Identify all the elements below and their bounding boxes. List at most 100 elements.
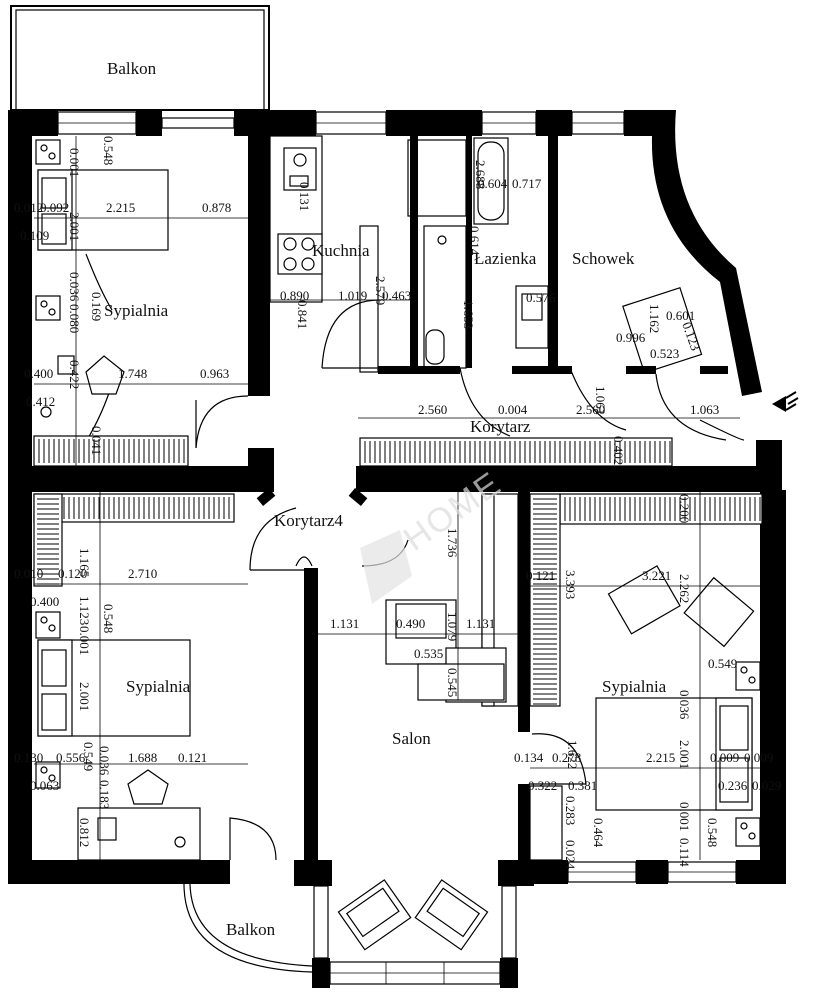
dim-label: 0.890 (280, 288, 309, 303)
dim-label: 0.001 (677, 802, 692, 831)
dim-label: 2.560 (576, 402, 605, 417)
dim-label: 0.183 (97, 780, 112, 809)
dim-label: 0.012 (14, 200, 43, 215)
radiator-sw-vertical (33, 493, 63, 587)
dim-label: 0.402 (611, 436, 626, 465)
dim-label: 0.400 (24, 366, 53, 381)
room-label-salon: Salon (392, 729, 431, 748)
dim-label: 0.996 (616, 330, 646, 345)
dim-label: 1.736 (445, 528, 460, 558)
outer-walls (8, 110, 786, 988)
dim-label: 2.215 (106, 200, 135, 215)
room-labels: Balkon Kuchnia Łazienka Schowek Sypialni… (104, 59, 667, 939)
radiator-corridor (359, 437, 673, 467)
dim-label: 1.061 (593, 386, 608, 415)
room-label-kuchnia: Kuchnia (312, 241, 370, 260)
dim-label: 0.548 (705, 818, 720, 847)
dim-label: 0.601 (666, 308, 695, 323)
dim-label: 0.029 (752, 778, 781, 793)
room-label-schowek: Schowek (572, 249, 635, 268)
room-label-lazienka: Łazienka (474, 249, 537, 268)
room-label-korytarz: Korytarz (470, 417, 531, 436)
dim-label: 0.278 (552, 750, 581, 765)
doors (81, 253, 745, 973)
radiator-nw (33, 435, 189, 467)
dim-label: 0.464 (591, 818, 606, 848)
dim-label: 0.080 (67, 304, 82, 333)
dim-label: 0.490 (396, 616, 425, 631)
interior-walls (8, 110, 760, 860)
dim-label: 0.010 (14, 566, 43, 581)
dim-label: 2.001 (77, 682, 92, 711)
dim-label: 0.169 (89, 292, 104, 321)
dim-label: 0.841 (295, 300, 310, 329)
dim-label: 0.717 (512, 176, 542, 191)
dim-label: 2.688 (473, 160, 488, 189)
dim-label: 0.878 (202, 200, 231, 215)
room-label-balkon-top: Balkon (107, 59, 157, 78)
dim-label: 0.134 (514, 750, 544, 765)
dim-label: 0.131 (297, 182, 312, 211)
dim-label: 0.200 (677, 494, 692, 523)
dim-label: 0.130 (14, 750, 43, 765)
dim-label: 0.400 (30, 594, 59, 609)
dim-label: 0.548 (101, 604, 116, 633)
dim-label: 0.236 (718, 778, 748, 793)
dim-label: 2.001 (677, 740, 692, 769)
dim-label: 1.063 (690, 402, 719, 417)
dim-label: 1.131 (466, 616, 495, 631)
dim-label: 0.001 (77, 626, 92, 655)
dim-label: 2.710 (128, 566, 157, 581)
dim-label: 0.092 (40, 200, 69, 215)
dim-label: 1.688 (128, 750, 157, 765)
room-label-sypialnia-e: Sypialnia (602, 677, 667, 696)
room-label-sypialnia-sw: Sypialnia (126, 677, 191, 696)
room-label-korytarz4: Korytarz4 (274, 511, 343, 530)
radiator-east-vertical (529, 493, 561, 707)
dim-label: 1.131 (330, 616, 359, 631)
dim-label: 0.548 (101, 136, 116, 165)
dim-label: 0.523 (650, 346, 679, 361)
dim-label: 2.560 (418, 402, 447, 417)
dim-label: 2.579 (373, 276, 388, 305)
dim-label: 0.535 (414, 646, 443, 661)
dim-label: 0.009 (744, 750, 773, 765)
dim-label: 0.549 (708, 656, 737, 671)
dim-label: 0.041 (89, 426, 104, 455)
radiator-sw (33, 493, 235, 523)
dim-label: 1.748 (118, 366, 147, 381)
dim-label: 0.063 (30, 778, 59, 793)
dim-label: 1.079 (445, 612, 460, 641)
dim-label: 0.036 (97, 746, 112, 776)
dim-label: 0.322 (528, 778, 557, 793)
dim-label: 0.463 (382, 288, 411, 303)
dim-label: 0.120 (58, 566, 87, 581)
room-label-balkon-bottom: Balkon (226, 920, 276, 939)
dim-label: 0.556 (56, 750, 86, 765)
dim-label: 0.963 (200, 366, 229, 381)
dim-label: 0.381 (568, 778, 597, 793)
dim-label: 0.412 (26, 394, 55, 409)
dim-label: 2.262 (677, 574, 692, 603)
dim-label: 0.024 (563, 840, 578, 870)
dim-label: 0.614 (467, 226, 482, 256)
dim-label: 0.123 (679, 320, 703, 353)
dimension-labels: 0.548 0.001 0.012 0.092 2.215 0.878 0.10… (14, 136, 781, 870)
dim-label: 2.215 (646, 750, 675, 765)
entrance-arrow-icon (772, 391, 799, 412)
dim-label: 1.165 (77, 548, 92, 577)
dim-label: 0.549 (81, 742, 96, 771)
dim-label: 1.162 (647, 304, 662, 333)
furniture (35, 135, 761, 951)
dim-label: 0.036 (67, 272, 82, 302)
dim-label: 0.283 (563, 796, 578, 825)
dim-label: 0.109 (20, 228, 49, 243)
dim-label: 3.393 (563, 570, 578, 599)
radiator-east (559, 493, 763, 525)
balcony-top (10, 5, 270, 111)
dim-label: 0.576 (526, 290, 556, 305)
dim-label: 0.545 (445, 668, 460, 697)
dim-label: 0.036 (677, 690, 692, 720)
room-label-sypialnia-nw: Sypialnia (104, 301, 169, 320)
